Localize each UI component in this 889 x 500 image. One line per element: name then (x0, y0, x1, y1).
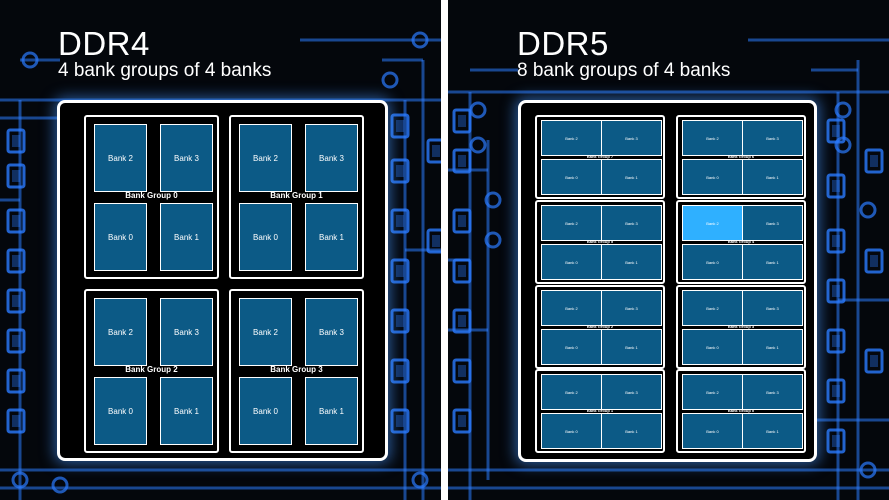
bank-cell: Bank 1 (742, 244, 803, 280)
bank-group-label: Bank Group 0 (727, 408, 755, 413)
bank-cell: Bank 3 (601, 205, 662, 241)
bank-cell: Bank 0 (541, 329, 602, 365)
bank-cell: Bank 1 (305, 203, 358, 271)
bank-group-label: Bank Group 3 (270, 365, 323, 374)
bank-cell: Bank 3 (742, 120, 803, 156)
bank-cell: Bank 3 (305, 124, 358, 192)
bank-cell: Bank 0 (682, 244, 743, 280)
bank-cell: Bank 0 (541, 244, 602, 280)
bank-cell: Bank 2 (94, 124, 147, 192)
bank-cell: Bank 2 (541, 374, 602, 410)
bank-cell: Bank 2 (239, 124, 292, 192)
bank-cell: Bank 1 (742, 159, 803, 195)
bank-cell: Bank 3 (160, 298, 213, 366)
bank-cell: Bank 3 (742, 290, 803, 326)
bank-group-label: Bank Group 4 (727, 239, 755, 244)
bank-cell: Bank 3 (305, 298, 358, 366)
bank-cell: Bank 3 (601, 374, 662, 410)
bank-group-label: Bank Group 7 (586, 154, 614, 159)
bank-cell: Bank 0 (239, 377, 292, 445)
bank-group-label: Bank Group 1 (270, 191, 323, 200)
bank-cell: Bank 3 (601, 290, 662, 326)
bank-cell: Bank 0 (94, 377, 147, 445)
bank-cell: Bank 1 (160, 377, 213, 445)
bank-group-label: Bank Group 6 (727, 154, 755, 159)
panel-title: DDR5 (517, 25, 609, 62)
panel-divider (441, 0, 448, 500)
bank-cell: Bank 0 (682, 413, 743, 449)
bank-cell: Bank 3 (601, 120, 662, 156)
bank-cell: Bank 2 (541, 120, 602, 156)
bank-group-label: Bank Group 3 (727, 324, 755, 329)
bank-cell: Bank 0 (94, 203, 147, 271)
bank-cell: Bank 1 (601, 413, 662, 449)
bank-cell: Bank 2 (682, 290, 743, 326)
bank-cell: Bank 2 (239, 298, 292, 366)
bank-cell: Bank 2 (94, 298, 147, 366)
bank-cell: Bank 1 (601, 159, 662, 195)
bank-cell: Bank 1 (305, 377, 358, 445)
circuit-background (0, 31, 441, 500)
bank-cell: Bank 1 (601, 329, 662, 365)
bank-cell: Bank 0 (682, 329, 743, 365)
bank-cell: Bank 0 (541, 159, 602, 195)
bank-cell: Bank 2 (682, 120, 743, 156)
panel-subtitle: 8 bank groups of 4 banks (517, 60, 731, 81)
bank-group-label: Bank Group 2 (125, 365, 178, 374)
bank-cell: Bank 1 (742, 413, 803, 449)
bank-cell: Bank 2 (541, 205, 602, 241)
panel-title: DDR4 (58, 25, 150, 62)
panel-subtitle: 4 bank groups of 4 banks (58, 60, 272, 81)
bank-group-label: Bank Group 5 (586, 239, 614, 244)
bank-cell: Bank 2 (541, 290, 602, 326)
bank-cell: Bank 3 (742, 374, 803, 410)
bank-cell: Bank 0 (541, 413, 602, 449)
bank-cell: Bank 1 (160, 203, 213, 271)
bank-group-label: Bank Group 1 (586, 408, 614, 413)
bank-group-label: Bank Group 0 (125, 191, 178, 200)
bank-cell: Bank 1 (601, 244, 662, 280)
bank-group-label: Bank Group 2 (586, 324, 614, 329)
bank-cell: Bank 1 (742, 329, 803, 365)
bank-cell: Bank 0 (682, 159, 743, 195)
circuit-background (448, 38, 889, 500)
bank-cell: Bank 2 (682, 205, 743, 241)
bank-cell: Bank 3 (160, 124, 213, 192)
bank-cell: Bank 3 (742, 205, 803, 241)
bank-cell: Bank 0 (239, 203, 292, 271)
bank-cell: Bank 2 (682, 374, 743, 410)
